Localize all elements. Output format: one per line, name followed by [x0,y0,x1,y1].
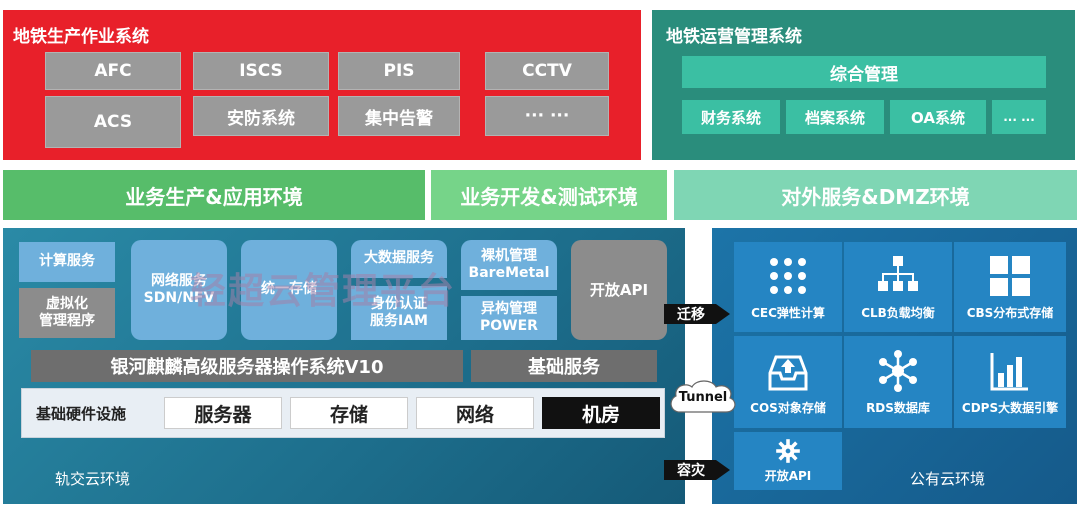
ops-main-box: 综合管理 [682,56,1046,88]
tile-cbs: CBS分布式存储 [954,242,1066,332]
tile-cec: CEC弹性计算 [734,242,842,332]
ops-item-oa: OA系统 [890,100,986,134]
gear-icon [776,439,800,463]
cloud-icon [670,380,736,413]
bare-metal-manager: 裸机管理 BareMetal [461,240,557,290]
env-dev-test: 业务开发&测试环境 [431,170,667,220]
tile-cos: COS对象存储 [734,336,842,428]
arrow-right-icon [664,304,730,324]
tile-clb: CLB负载均衡 [844,242,952,332]
rail-cloud-label: 轨交云环境 [55,470,131,488]
hierarchy-icon [878,255,918,291]
tile-cec-label: CEC弹性计算 [751,305,825,320]
arrow-right-icon [664,460,730,480]
hardware-datacenter: 机房 [542,397,660,429]
network-node-icon [879,349,917,392]
hetero-power-manager: 异构管理 POWER [461,296,557,340]
tile-rds-label: RDS数据库 [866,400,930,415]
hardware-storage: 存储 [290,397,408,429]
compute-service: 计算服务 [19,242,115,282]
prod-item-more: ··· ··· [485,96,609,136]
ops-item-more: ... ... [992,100,1046,134]
hardware-server: 服务器 [164,397,282,429]
tile-open-api: 开放API [734,432,842,490]
unified-storage: 统一存储 [241,240,337,340]
tile-cbs-label: CBS分布式存储 [966,305,1054,320]
tunnel-label: Tunnel [678,389,728,405]
big-data-service: 大数据服务 [351,240,447,278]
burst-label: 容灾 [677,463,705,479]
public-cloud-label: 公有云环境 [910,470,986,488]
rail-cloud-panel: 计算服务 虚拟化 管理程序 网络服务 SDN/NFV 统一存储 大数据服务 身份… [3,228,685,504]
base-service: 基础服务 [471,350,657,382]
rail-open-api: 开放API [571,240,667,340]
blocks-icon [990,255,1030,296]
prod-item-cctv: CCTV [485,52,609,90]
burst-arrow: 容灾 [664,458,732,482]
tile-cdps-label: CDPS大数据引擎 [961,400,1059,415]
ops-system-title: 地铁运营管理系统 [666,27,802,47]
env-dmz: 对外服务&DMZ环境 [674,170,1077,220]
prod-item-afc: AFC [45,52,181,90]
virtualization-manager: 虚拟化 管理程序 [19,288,115,338]
network-service: 网络服务 SDN/NFV [131,240,227,340]
tile-cdps: CDPS大数据引擎 [954,336,1066,428]
tunnel-cloud: Tunnel [666,376,740,418]
prod-item-acs: ACS [45,96,181,148]
ops-item-finance: 财务系统 [682,100,780,134]
prod-item-alarm: 集中告警 [338,96,460,136]
prod-item-iscs: ISCS [193,52,329,90]
hardware-row: 基础硬件设施 服务器 存储 网络 机房 [21,388,665,438]
env-production: 业务生产&应用环境 [3,170,425,220]
hardware-label: 基础硬件设施 [36,405,127,423]
tile-rds: RDS数据库 [844,336,952,428]
tile-cos-label: COS对象存储 [750,400,826,415]
public-cloud-panel: CEC弹性计算 CLB负载均衡 CBS分布式存储 [712,228,1077,504]
inbox-upload-icon [768,355,808,390]
migrate-arrow: 迁移 [664,302,732,326]
migrate-label: 迁移 [677,307,705,323]
identity-iam: 身份认证 服务IAM [351,286,447,340]
prod-item-security: 安防系统 [193,96,329,136]
hardware-network: 网络 [416,397,534,429]
kylin-os: 银河麒麟高级服务器操作系统V10 [31,350,463,382]
grid-dots-icon [770,257,806,294]
prod-system-panel: 地铁生产作业系统 AFC ISCS PIS CCTV ACS 安防系统 集中告警… [3,10,641,160]
ops-system-panel: 地铁运营管理系统 综合管理 财务系统 档案系统 OA系统 ... ... [652,10,1075,160]
prod-system-title: 地铁生产作业系统 [13,27,149,47]
ops-item-archive: 档案系统 [786,100,884,134]
tile-open-api-label: 开放API [764,469,812,483]
tile-clb-label: CLB负载均衡 [861,305,935,320]
bar-chart-icon [990,352,1028,390]
prod-item-pis: PIS [338,52,460,90]
